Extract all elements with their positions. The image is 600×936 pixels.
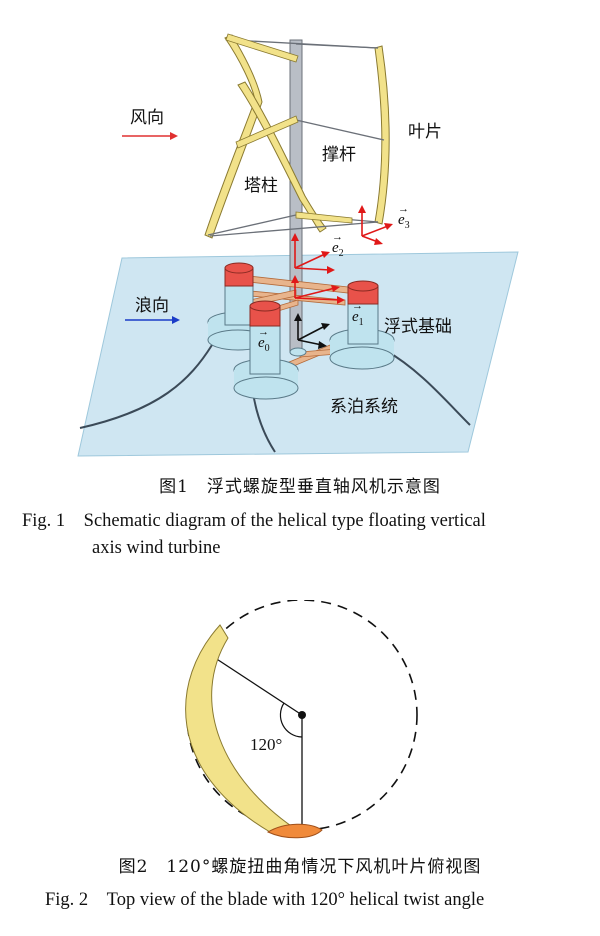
coordinate-vectors [291, 205, 393, 304]
mooring-line-left [79, 344, 213, 429]
angle-arc [279, 702, 303, 738]
coordinate-vectors-black [294, 313, 330, 349]
figure2-diagram [185, 600, 418, 839]
figure1-caption-en-line2: axis wind turbine [92, 538, 221, 558]
center-column-base [289, 347, 307, 357]
twist-angle-label: 120° [250, 735, 283, 754]
strut-bars [225, 33, 353, 224]
vector-e0-label: →e0 [258, 326, 270, 354]
blade-mid [237, 81, 327, 233]
float-right [329, 280, 395, 370]
wind-direction-label: 风向 [130, 108, 164, 128]
floating-foundation-label: 浮式基础 [384, 317, 452, 337]
mooring-line-right [384, 349, 471, 426]
figure1-caption-en-line1: Fig. 1 Schematic diagram of the helical … [22, 511, 486, 531]
figure1-caption-cn: 图1 浮式螺旋型垂直轴风机示意图 [159, 477, 441, 497]
tower-label: 塔柱 [244, 176, 278, 196]
blade-tip [266, 823, 323, 839]
figure1-diagram [77, 33, 519, 457]
vector-e2-label: →e2 [332, 231, 344, 259]
wave-direction-label: 浪向 [135, 296, 169, 316]
blade-crescent [185, 624, 302, 833]
figure2-caption-cn: 图2 120°螺旋扭曲角情况下风机叶片俯视图 [118, 857, 482, 877]
wave-arrowhead [172, 316, 180, 324]
vector-e1-label: →e1 [352, 300, 364, 328]
center-point [298, 711, 306, 719]
blade-left [204, 34, 263, 239]
figure2-caption-en: Fig. 2 Top view of the blade with 120° h… [45, 890, 485, 910]
float-front [233, 300, 299, 400]
mooring-system-label: 系泊系统 [330, 397, 398, 417]
radius-upper [205, 651, 303, 716]
blade-label: 叶片 [408, 122, 442, 142]
blade-right [374, 45, 390, 225]
strut-label: 撑杆 [322, 145, 356, 165]
vector-e3-label: →e3 [398, 203, 410, 231]
wind-arrowhead [170, 132, 178, 140]
